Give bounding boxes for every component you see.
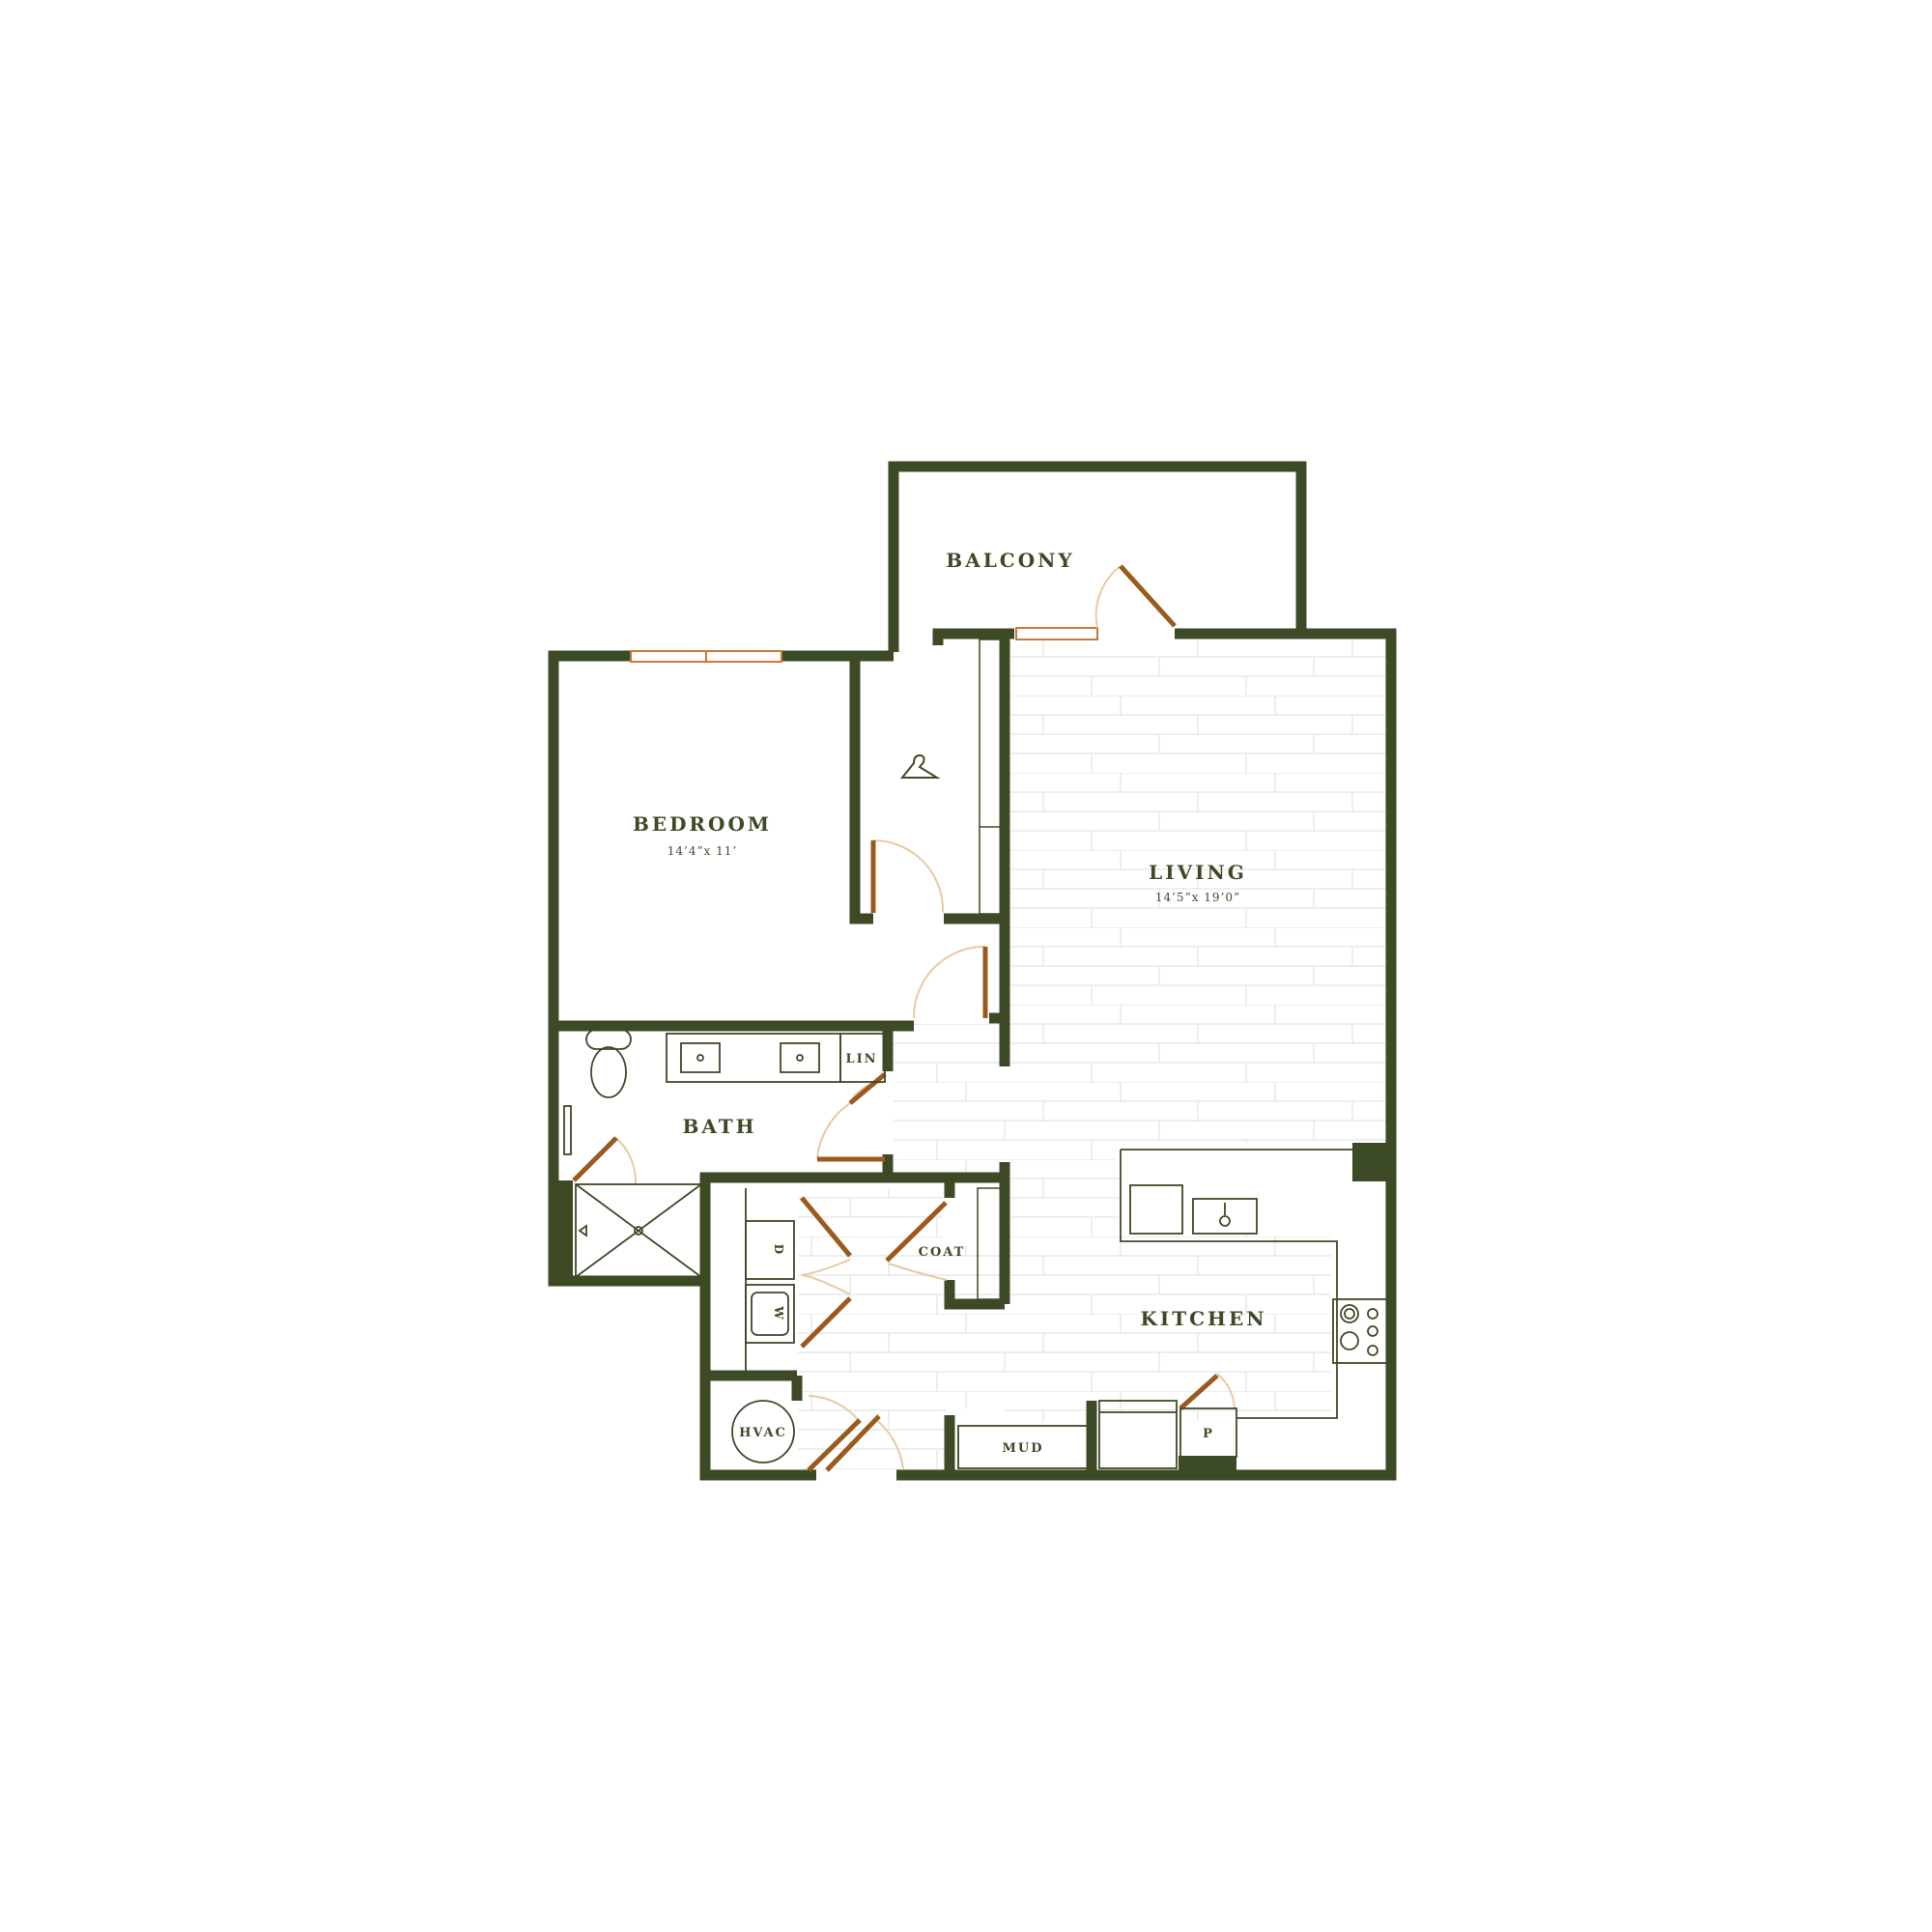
bath-label: BATH (682, 1115, 756, 1138)
kitchen-fixtures (957, 1149, 1388, 1469)
hanger-icon (899, 753, 941, 779)
towel-bar (563, 1105, 572, 1155)
washer-label: W (772, 1305, 785, 1321)
bath-door-swing (816, 1102, 851, 1160)
washer (745, 1284, 795, 1344)
exterior-wall-east (896, 628, 1397, 1481)
sink-icon (680, 1042, 721, 1073)
dishwasher (1129, 1184, 1183, 1235)
sink-icon (780, 1042, 820, 1073)
entry-door-swing (873, 1417, 904, 1469)
living-label: LIVING (1149, 861, 1247, 884)
bedroom-exterior-wall (548, 650, 894, 1287)
cooktop-icon (1332, 1298, 1388, 1364)
walls (548, 461, 1397, 1481)
coat-closet (977, 1187, 1002, 1300)
exterior-wall-north-living (932, 628, 1014, 645)
bath-fixtures (563, 1029, 886, 1278)
sink-icon (1192, 1198, 1258, 1235)
mudroom-bench (957, 1425, 1089, 1469)
mud-label: MUD (1002, 1441, 1043, 1456)
laundry (745, 1188, 795, 1371)
bedroom-dimensions: 14’4”x 11’ (668, 844, 738, 858)
pantry-base (1179, 1456, 1236, 1475)
entry-door[interactable] (825, 1414, 881, 1472)
hvac-door[interactable] (807, 1418, 862, 1472)
linen-door[interactable] (848, 1072, 887, 1105)
labels: BALCONY BEDROOM 14’4”x 11’ LIVING 14’5”x… (633, 549, 1267, 1456)
hvac-door-swing (808, 1395, 861, 1423)
pantry-label: P (1203, 1427, 1214, 1441)
pantry-door-swing (1216, 1373, 1236, 1409)
pantry-door[interactable] (1179, 1374, 1219, 1410)
linen-label: LIN (845, 1052, 877, 1066)
hvac-label: HVAC (739, 1426, 787, 1440)
closet-door-swing (872, 838, 945, 914)
vanity-counter (666, 1033, 841, 1083)
closet-shelving (979, 639, 1002, 915)
kitchen-counter (1120, 1149, 1352, 1419)
shower-drain-icon (634, 1226, 643, 1236)
laundry-door-swing (801, 1259, 851, 1295)
linen-closet (839, 1033, 886, 1083)
plank-flooring (798, 639, 1388, 1478)
laundry-door-upper[interactable] (800, 1196, 852, 1258)
pantry (1179, 1407, 1237, 1458)
bedroom-door-swing (912, 945, 986, 1019)
shower-door-swing (615, 1137, 638, 1185)
closet-west-wall (849, 656, 873, 924)
living-dimensions: 14’5”x 19’0” (1155, 891, 1240, 904)
shower-door[interactable] (572, 1136, 618, 1182)
windows (630, 627, 1098, 663)
toilet-icon (585, 1029, 632, 1098)
dryer-label: D (772, 1244, 785, 1256)
coat-door-swing (888, 1263, 948, 1281)
kitchen-label: KITCHEN (1141, 1307, 1267, 1330)
shower-wall (554, 1180, 573, 1281)
laundry-door-lower[interactable] (800, 1296, 852, 1349)
coat-closet-wall (944, 1280, 1005, 1310)
structural-column (1352, 1143, 1391, 1181)
coat-label: COAT (919, 1245, 966, 1260)
living-window (1015, 627, 1098, 640)
shower (575, 1183, 702, 1278)
doors (572, 564, 1236, 1472)
balcony-door[interactable] (1119, 564, 1177, 628)
balcony-label: BALCONY (946, 549, 1074, 572)
balcony-wall (888, 461, 1307, 652)
dryer (745, 1220, 795, 1280)
refrigerator (1098, 1400, 1178, 1469)
coat-door[interactable] (885, 1201, 948, 1263)
bedroom-label: BEDROOM (633, 812, 772, 836)
hvac-unit (731, 1400, 795, 1463)
balcony-door-swing (1094, 565, 1122, 629)
